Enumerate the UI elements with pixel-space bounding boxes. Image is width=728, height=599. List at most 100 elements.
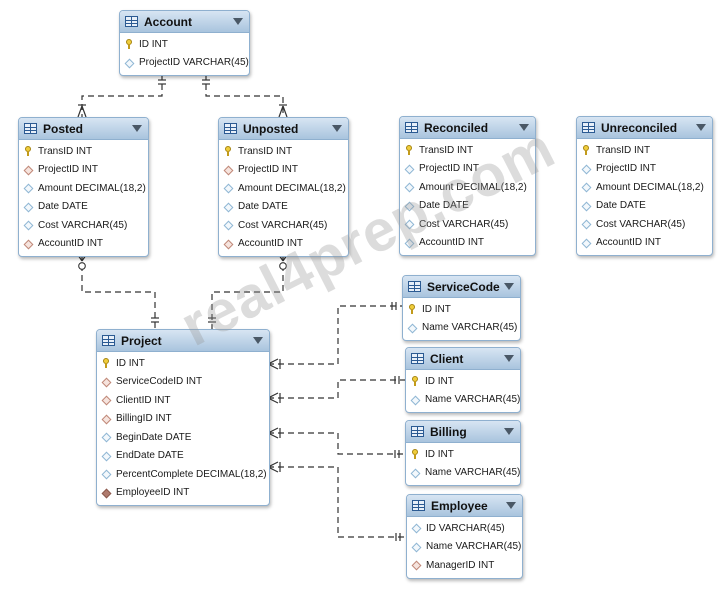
table-icon xyxy=(125,16,138,27)
column-row[interactable]: ClientID INT xyxy=(97,391,269,410)
column-row[interactable]: TransID INT xyxy=(400,141,535,160)
column-label: TransID INT xyxy=(419,144,474,156)
column-row[interactable]: EmployeeID INT xyxy=(97,484,269,503)
column-label: AccountID INT xyxy=(419,237,485,249)
column-row[interactable]: Name VARCHAR(45) xyxy=(403,319,520,338)
column-label: AccountID INT xyxy=(238,238,304,250)
column-row[interactable]: ManagerID INT xyxy=(407,556,522,575)
column-row[interactable]: ID INT xyxy=(406,372,520,391)
column-row[interactable]: Date DATE xyxy=(219,198,348,217)
collapse-arrow-icon[interactable] xyxy=(332,125,342,132)
table-header[interactable]: Unreconciled xyxy=(577,117,712,139)
column-row[interactable]: ProjectID INT xyxy=(19,161,148,180)
column-row[interactable]: EndDate DATE xyxy=(97,447,269,466)
table-header[interactable]: Project xyxy=(97,330,269,352)
column-diamond-icon xyxy=(224,202,233,212)
column-row[interactable]: TransID INT xyxy=(19,142,148,161)
table-header[interactable]: Unposted xyxy=(219,118,348,140)
column-row[interactable]: ID VARCHAR(45) xyxy=(407,519,522,538)
column-row[interactable]: Name VARCHAR(45) xyxy=(407,538,522,557)
column-diamond-icon xyxy=(412,523,421,533)
column-diamond-icon xyxy=(411,468,420,478)
collapse-arrow-icon[interactable] xyxy=(233,18,243,25)
column-row[interactable]: PercentComplete DECIMAL(18,2) xyxy=(97,465,269,484)
table-header[interactable]: Employee xyxy=(407,495,522,517)
column-row[interactable]: Name VARCHAR(45) xyxy=(406,464,520,483)
column-row[interactable]: Date DATE xyxy=(19,198,148,217)
collapse-arrow-icon[interactable] xyxy=(506,502,516,509)
column-row[interactable]: ID INT xyxy=(120,35,249,54)
relation-project-servicecode xyxy=(268,305,402,365)
column-row[interactable]: Date DATE xyxy=(577,197,712,216)
relation-posted-project xyxy=(81,255,156,329)
table-account[interactable]: Account ID INT ProjectID VARCHAR(45) xyxy=(119,10,250,76)
column-label: ProjectID VARCHAR(45) xyxy=(139,57,249,69)
collapse-arrow-icon[interactable] xyxy=(504,428,514,435)
table-header[interactable]: Client xyxy=(406,348,520,370)
table-icon xyxy=(582,122,595,133)
column-row[interactable]: ProjectID INT xyxy=(577,160,712,179)
column-row[interactable]: Date DATE xyxy=(400,197,535,216)
column-label: Cost VARCHAR(45) xyxy=(419,218,509,230)
column-row[interactable]: Cost VARCHAR(45) xyxy=(577,215,712,234)
table-title: Unreconciled xyxy=(601,120,678,135)
column-row[interactable]: BeginDate DATE xyxy=(97,428,269,447)
table-header[interactable]: Account xyxy=(120,11,249,33)
collapse-arrow-icon[interactable] xyxy=(253,337,263,344)
column-row[interactable]: BillingID INT xyxy=(97,410,269,429)
table-header[interactable]: ServiceCode xyxy=(403,276,520,298)
column-row[interactable]: Name VARCHAR(45) xyxy=(406,391,520,410)
column-row[interactable]: AccountID INT xyxy=(19,235,148,254)
column-diamond-icon xyxy=(582,182,591,192)
column-row[interactable]: Amount DECIMAL(18,2) xyxy=(400,178,535,197)
collapse-arrow-icon[interactable] xyxy=(132,125,142,132)
column-diamond-icon xyxy=(582,201,591,211)
column-label: Date DATE xyxy=(38,201,88,213)
column-row[interactable]: ID INT xyxy=(403,300,520,319)
column-row[interactable]: ID INT xyxy=(406,445,520,464)
column-row[interactable]: Amount DECIMAL(18,2) xyxy=(219,179,348,198)
table-employee[interactable]: Employee ID VARCHAR(45)Name VARCHAR(45)Ma… xyxy=(406,494,523,579)
relation-project-client xyxy=(268,379,405,399)
table-servicecode[interactable]: ServiceCode ID INT Name VARCHAR(45) xyxy=(402,275,521,341)
column-row[interactable]: TransID INT xyxy=(577,141,712,160)
column-label: TransID INT xyxy=(596,144,651,156)
column-label: ID INT xyxy=(422,303,451,315)
column-row[interactable]: ProjectID INT xyxy=(219,161,348,180)
collapse-arrow-icon[interactable] xyxy=(504,283,514,290)
column-row[interactable]: ProjectID INT xyxy=(400,160,535,179)
column-row[interactable]: Amount DECIMAL(18,2) xyxy=(577,178,712,197)
table-header[interactable]: Billing xyxy=(406,421,520,443)
column-row[interactable]: Cost VARCHAR(45) xyxy=(19,216,148,235)
column-row[interactable]: Cost VARCHAR(45) xyxy=(219,216,348,235)
collapse-arrow-icon[interactable] xyxy=(519,124,529,131)
column-row[interactable]: AccountID INT xyxy=(219,235,348,254)
column-row[interactable]: Amount DECIMAL(18,2) xyxy=(19,179,148,198)
column-row[interactable]: AccountID INT xyxy=(400,234,535,253)
foreign-key-diamond-icon xyxy=(102,377,111,387)
column-row[interactable]: Cost VARCHAR(45) xyxy=(400,215,535,234)
column-diamond-icon xyxy=(582,164,591,174)
column-row[interactable]: ProjectID VARCHAR(45) xyxy=(120,54,249,73)
column-label: AccountID INT xyxy=(596,237,662,249)
column-row[interactable]: AccountID INT xyxy=(577,234,712,253)
column-row[interactable]: ID INT xyxy=(97,354,269,373)
column-row[interactable]: TransID INT xyxy=(219,142,348,161)
column-row[interactable]: ServiceCodeID INT xyxy=(97,373,269,392)
collapse-arrow-icon[interactable] xyxy=(696,124,706,131)
table-header[interactable]: Posted xyxy=(19,118,148,140)
collapse-arrow-icon[interactable] xyxy=(504,355,514,362)
column-diamond-icon xyxy=(405,164,414,174)
table-header[interactable]: Reconciled xyxy=(400,117,535,139)
